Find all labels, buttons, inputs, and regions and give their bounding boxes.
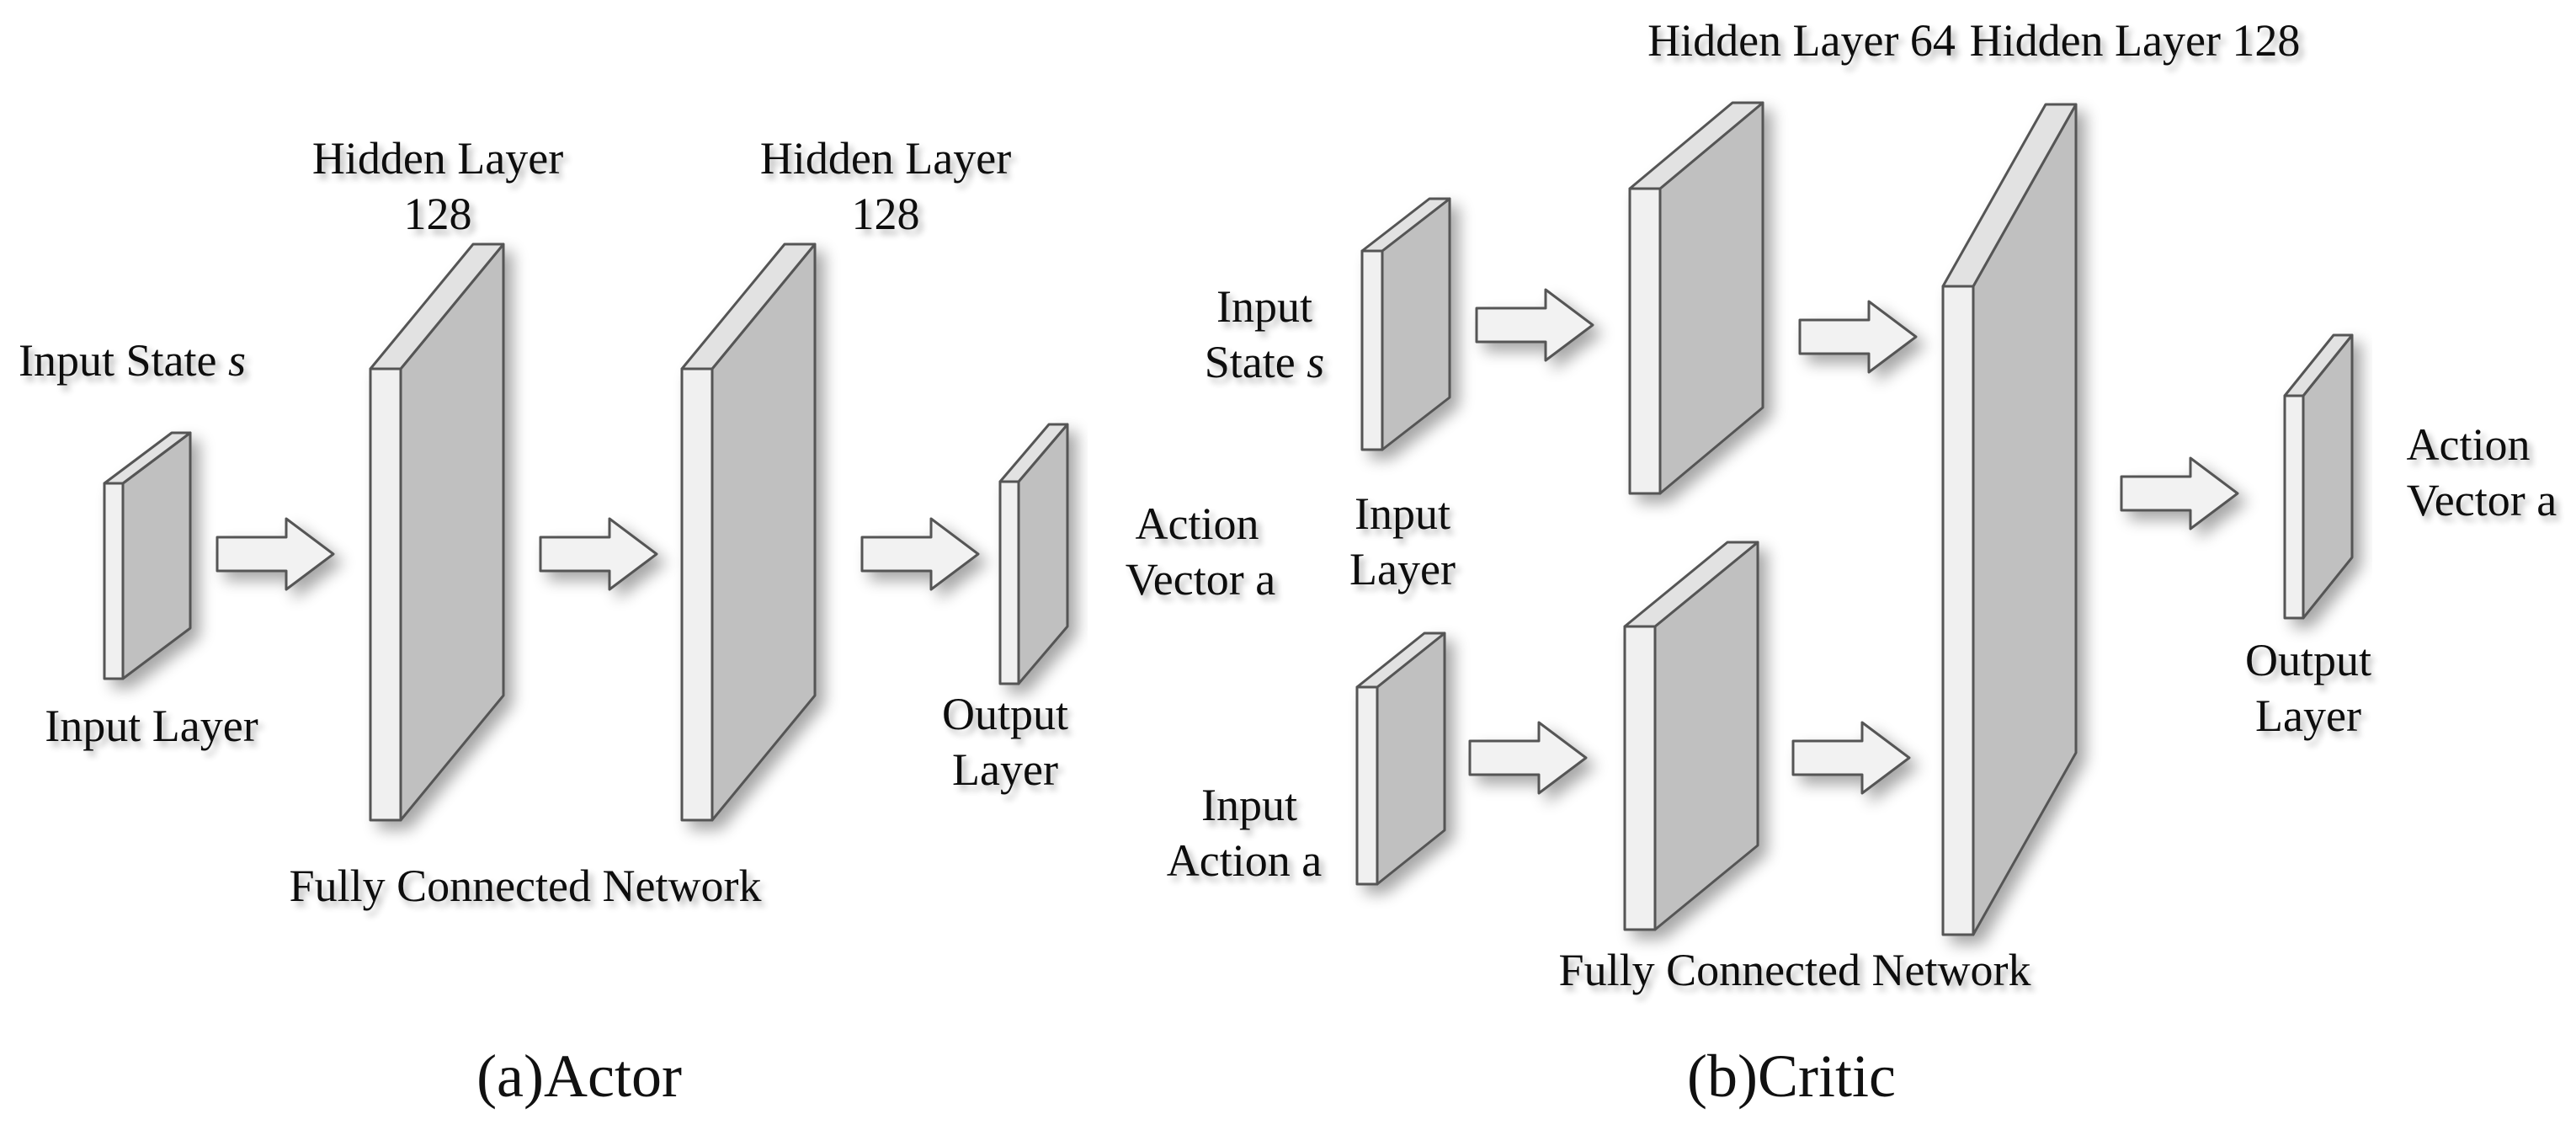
critic-arrow-hidden-top-to-128 xyxy=(1798,300,1918,374)
block-front-face xyxy=(998,480,1020,685)
arrow-shape xyxy=(1468,721,1588,795)
actor-arrow-1 xyxy=(216,517,335,591)
block-front-face xyxy=(1360,249,1384,451)
critic-input-state-label-line1: Input xyxy=(1216,281,1312,332)
actor-hidden-layer-1-label-line2: 128 xyxy=(404,189,472,239)
critic-output-layer-label-line1: Output xyxy=(2245,635,2371,685)
block-front-face xyxy=(369,367,402,822)
critic-input-layer-label-line1: Input xyxy=(1355,488,1450,539)
actor-caption: (a)Actor xyxy=(476,1042,682,1110)
critic-action-vector-label-line1: Action xyxy=(2407,419,2531,470)
arrow-shape xyxy=(1791,721,1911,795)
block-front-face xyxy=(1628,187,1662,495)
actor-output-layer-label-line1: Output xyxy=(942,689,1068,739)
actor-input-state-label: Input State s xyxy=(19,335,246,386)
arrow-shape xyxy=(1475,288,1594,362)
critic-input-state-label-line2: State s xyxy=(1205,337,1325,387)
critic-caption: (b)Critic xyxy=(1687,1042,1896,1110)
critic-hidden-layer-64-top-block xyxy=(1628,101,1764,495)
actor-action-vector-label-line1: Action xyxy=(1136,498,1259,549)
arrow-shape xyxy=(216,517,335,591)
critic-hidden-layer-128-block xyxy=(1941,103,2078,936)
critic-input-action-block xyxy=(1355,632,1446,886)
critic-arrow-state-to-hidden xyxy=(1475,288,1594,362)
critic-diagram: Hidden Layer 64 Hidden Layer 128 Input S… xyxy=(1167,15,2557,1110)
critic-hidden-layer-128-label: Hidden Layer 128 xyxy=(1970,15,2301,66)
actor-arrow-3 xyxy=(860,517,980,591)
block-front-face xyxy=(2283,394,2305,620)
actor-hidden-layer-1-label-line1: Hidden Layer xyxy=(312,133,563,184)
actor-hidden-layer-1-block xyxy=(369,243,505,822)
actor-input-layer-label: Input Layer xyxy=(45,701,258,751)
block-front-face xyxy=(1355,685,1379,886)
block-front-face xyxy=(103,482,125,680)
block-front-face xyxy=(1623,625,1657,931)
actor-diagram: Input State s Input Layer Hidden Layer 1… xyxy=(19,133,1275,1110)
critic-output-layer-label-line2: Layer xyxy=(2255,690,2361,741)
critic-hidden-layer-64-label: Hidden Layer 64 xyxy=(1647,15,1956,66)
block-front-face xyxy=(680,367,714,822)
critic-input-state-block xyxy=(1360,197,1451,451)
critic-hidden-layer-64-bottom-block xyxy=(1623,541,1759,931)
arrow-shape xyxy=(2120,456,2239,530)
critic-action-vector-label-line2: Vector a xyxy=(2407,475,2557,525)
block-front-face xyxy=(1941,285,1975,936)
actor-arrow-2 xyxy=(539,517,658,591)
arrow-shape xyxy=(539,517,658,591)
critic-input-action-label-line2: Action a xyxy=(1167,835,1322,886)
actor-hidden-layer-2-label-line2: 128 xyxy=(852,189,920,239)
actor-hidden-layer-2-label-line1: Hidden Layer xyxy=(760,133,1011,184)
critic-network-label: Fully Connected Network xyxy=(1559,945,2031,995)
critic-output-layer-block xyxy=(2283,333,2354,620)
actor-hidden-layer-2-block xyxy=(680,243,817,822)
critic-arrow-action-to-hidden xyxy=(1468,721,1588,795)
actor-action-vector-label-line2: Vector a xyxy=(1126,554,1275,605)
actor-output-layer-block xyxy=(998,423,1069,685)
actor-input-layer-block xyxy=(103,431,192,680)
critic-arrow-128-to-output xyxy=(2120,456,2239,530)
actor-output-layer-label-line2: Layer xyxy=(952,744,1058,795)
critic-input-action-label-line1: Input xyxy=(1201,780,1297,830)
critic-arrow-hidden-bottom-to-128 xyxy=(1791,721,1911,795)
arrow-shape xyxy=(1798,300,1918,374)
critic-input-layer-label-line2: Layer xyxy=(1349,544,1456,594)
actor-network-label: Fully Connected Network xyxy=(290,861,762,911)
arrow-shape xyxy=(860,517,980,591)
